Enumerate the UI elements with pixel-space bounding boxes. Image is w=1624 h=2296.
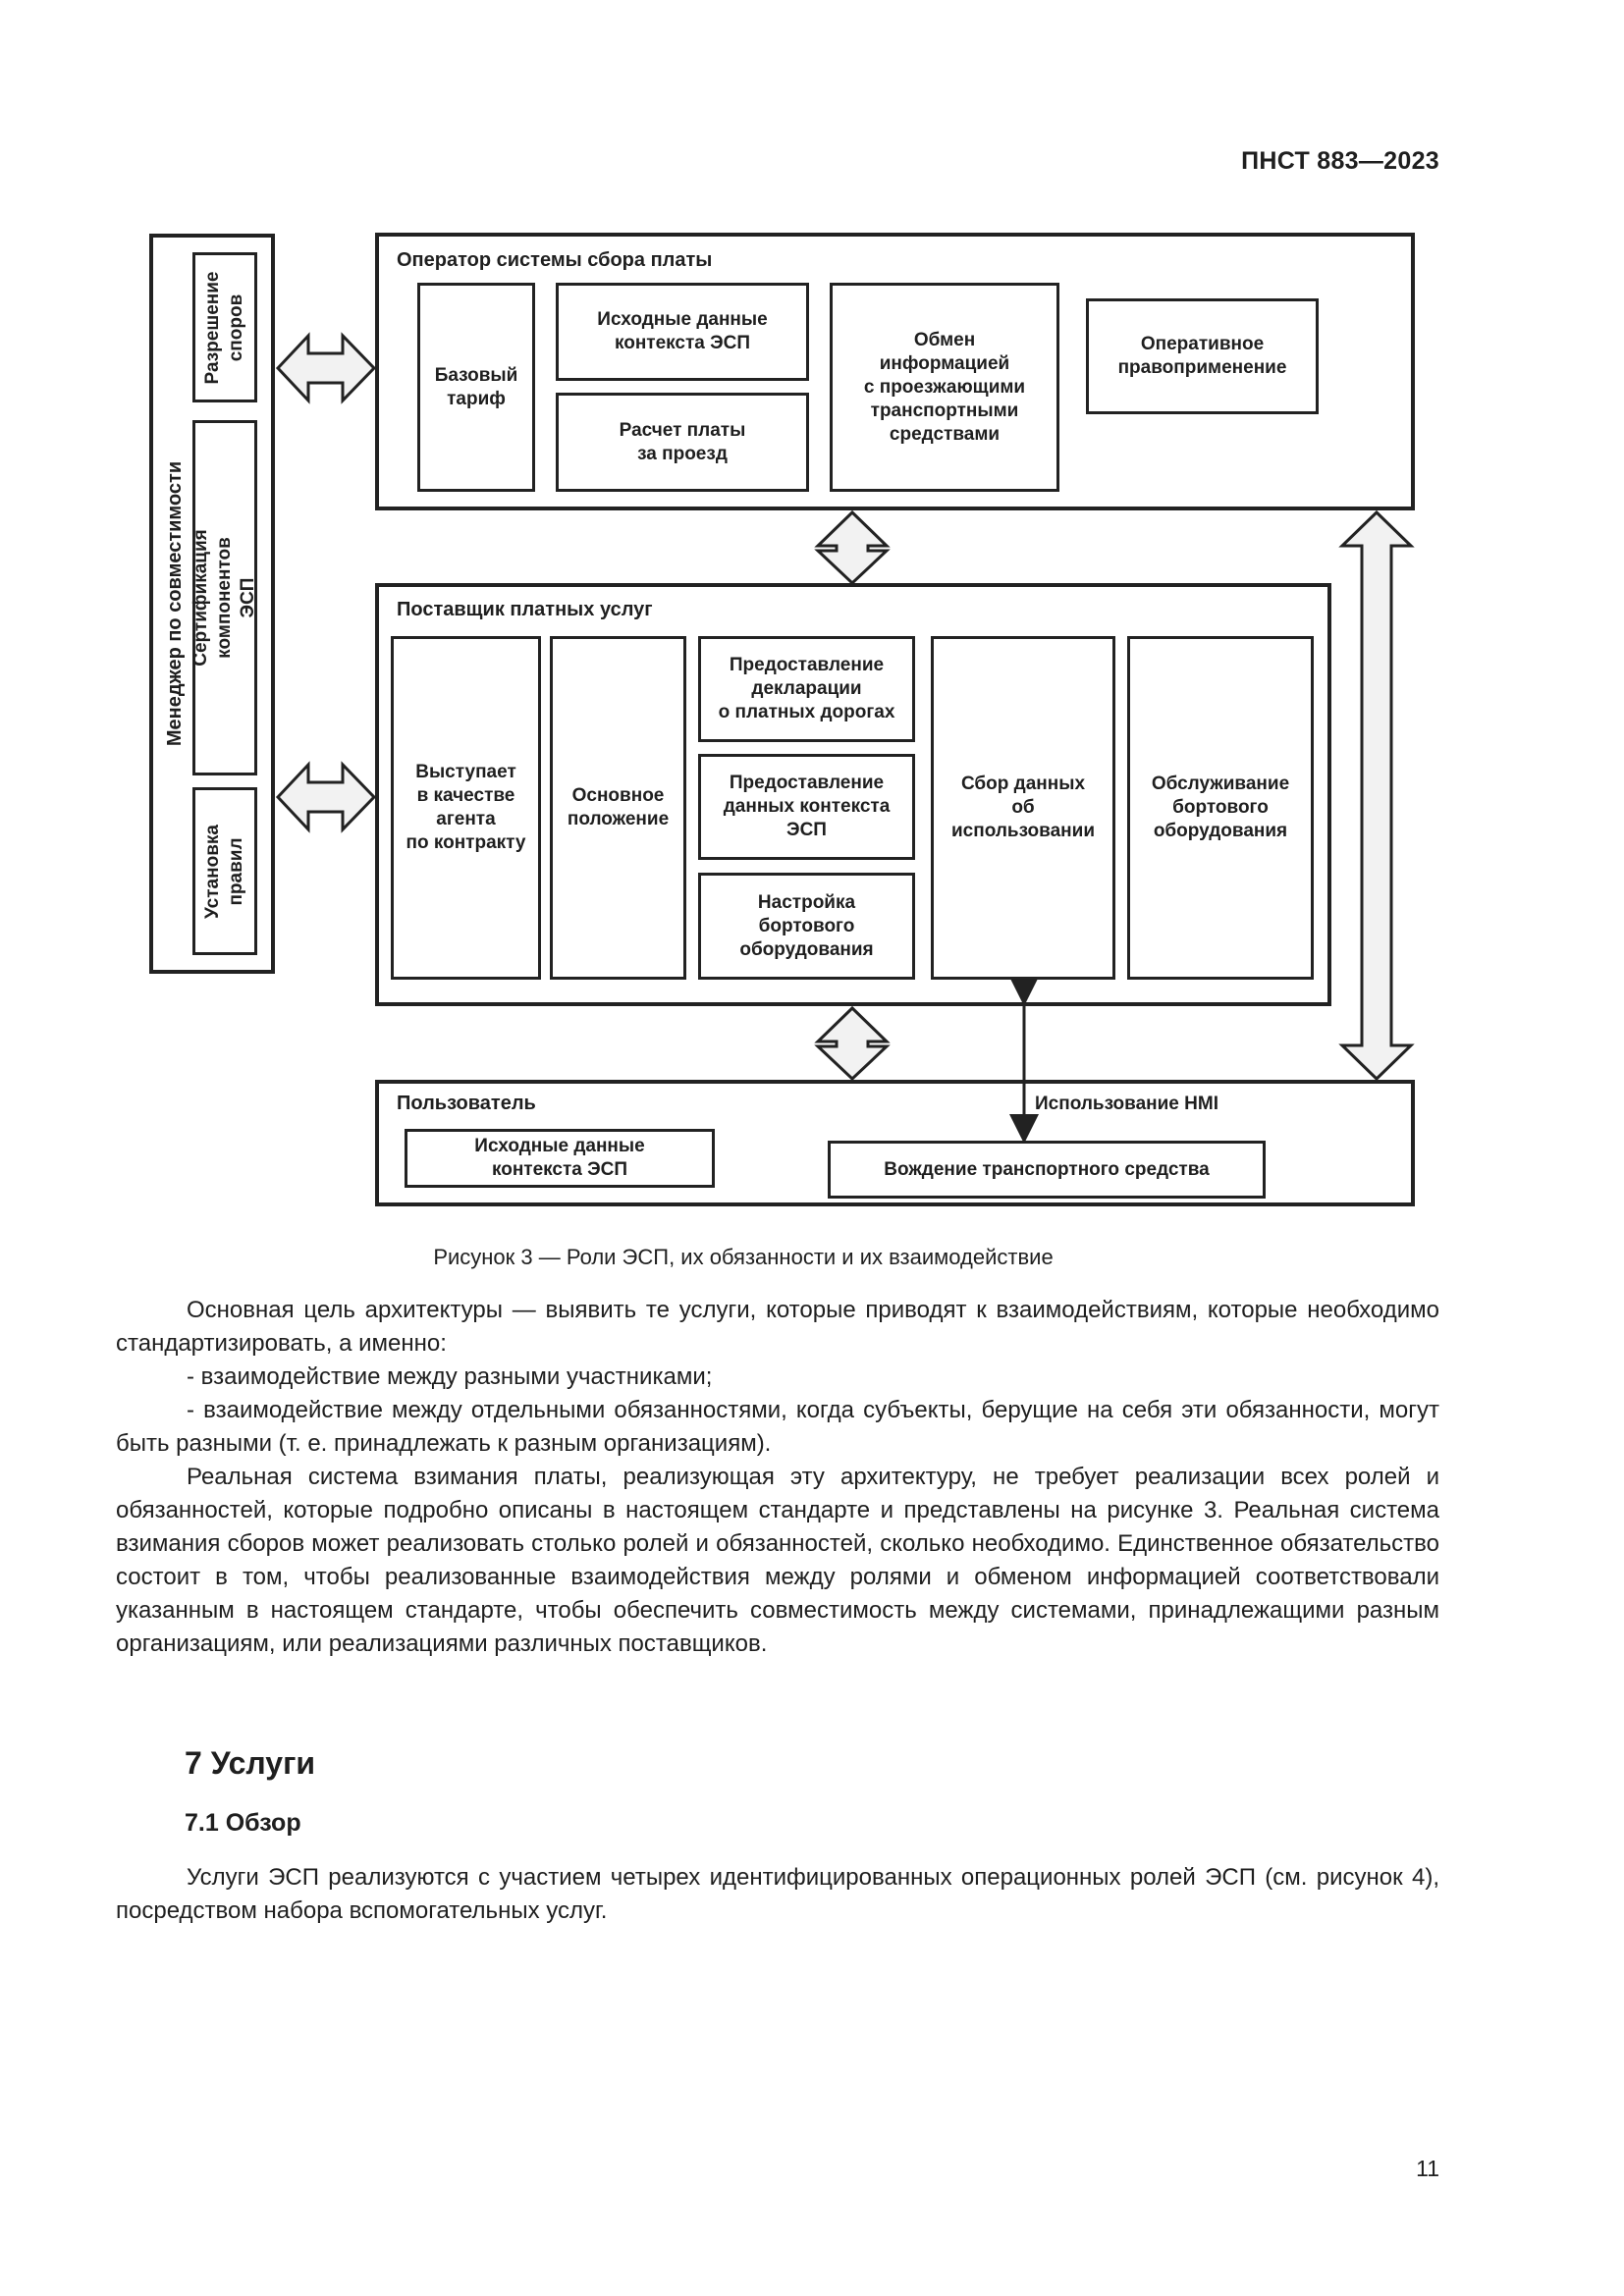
paragraph: Реальная система взимания платы, реализу… bbox=[116, 1464, 1439, 1657]
double-arrow-icon bbox=[814, 1005, 891, 1082]
interop-item-disputes: Разрешение споров bbox=[192, 252, 257, 402]
cell-agent: Выступает в качестве агента по контракту bbox=[391, 636, 541, 980]
subsection-title: 7.1 Обзор bbox=[185, 1809, 301, 1837]
double-arrow-icon bbox=[275, 332, 377, 404]
cell-info-exchange: Обмен информацией с проезжающими транспо… bbox=[830, 283, 1059, 492]
figure-roles-diagram: Менеджер по совместимости Разрешение спо… bbox=[149, 233, 1415, 1206]
toll-charger-title: Оператор системы сбора платы bbox=[397, 249, 713, 271]
double-arrow-icon bbox=[1338, 509, 1415, 1082]
section-title: 7 Услуги bbox=[185, 1745, 316, 1781]
cell-main-position: Основное положение bbox=[550, 636, 686, 980]
cell-user-context-data: Исходные данные контекста ЭСП bbox=[405, 1129, 715, 1188]
cell-declaration: Предоставление декларации о платных доро… bbox=[698, 636, 915, 742]
interop-item-rules: Установка правил bbox=[192, 787, 257, 955]
service-provider-title: Поставщик платных услуг bbox=[397, 599, 653, 620]
hmi-usage-label: Использование HMI bbox=[1035, 1094, 1218, 1114]
double-arrow-icon bbox=[814, 509, 891, 586]
diagram-arrows bbox=[275, 332, 1415, 1144]
cell-toll-calc: Расчет платы за проезд bbox=[556, 393, 809, 492]
body-text-1: Основная цель архитектуры — выявить те у… bbox=[116, 1294, 1439, 1661]
cell-obe-service: Обслуживание бортового оборудования bbox=[1127, 636, 1314, 980]
user-title: Пользователь bbox=[397, 1093, 536, 1114]
page-number: 11 bbox=[1416, 2156, 1439, 2181]
cell-sp-context-data: Предоставление данных контекста ЭСП bbox=[698, 754, 915, 860]
paragraph: Основная цель архитектуры — выявить те у… bbox=[116, 1297, 1439, 1357]
list-item: - взаимодействие между разными участника… bbox=[187, 1363, 713, 1390]
interop-item-certification: Сертификация компонентов ЭСП bbox=[190, 420, 258, 775]
doc-id: ПНСТ 883—2023 bbox=[1241, 147, 1439, 175]
cell-obe-setup: Настройка бортового оборудования bbox=[698, 873, 915, 980]
double-arrow-icon bbox=[275, 761, 377, 833]
paragraph: Услуги ЭСП реализуются с участием четыре… bbox=[116, 1864, 1439, 1924]
body-text-2: Услуги ЭСП реализуются с участием четыре… bbox=[116, 1861, 1439, 1928]
cell-base-tariff: Базовый тариф bbox=[417, 283, 535, 492]
cell-enforcement: Оперативное правоприменение bbox=[1086, 298, 1319, 414]
list-item: - взаимодействие между отдельными обязан… bbox=[116, 1397, 1439, 1457]
figure-caption: Рисунок 3 — Роли ЭСП, их обязанности и и… bbox=[433, 1245, 1054, 1269]
cell-driving: Вождение транспортного средства bbox=[828, 1141, 1266, 1199]
cell-usage-data: Сбор данных об использовании bbox=[931, 636, 1115, 980]
cell-tc-context-data: Исходные данные контекста ЭСП bbox=[556, 283, 809, 381]
